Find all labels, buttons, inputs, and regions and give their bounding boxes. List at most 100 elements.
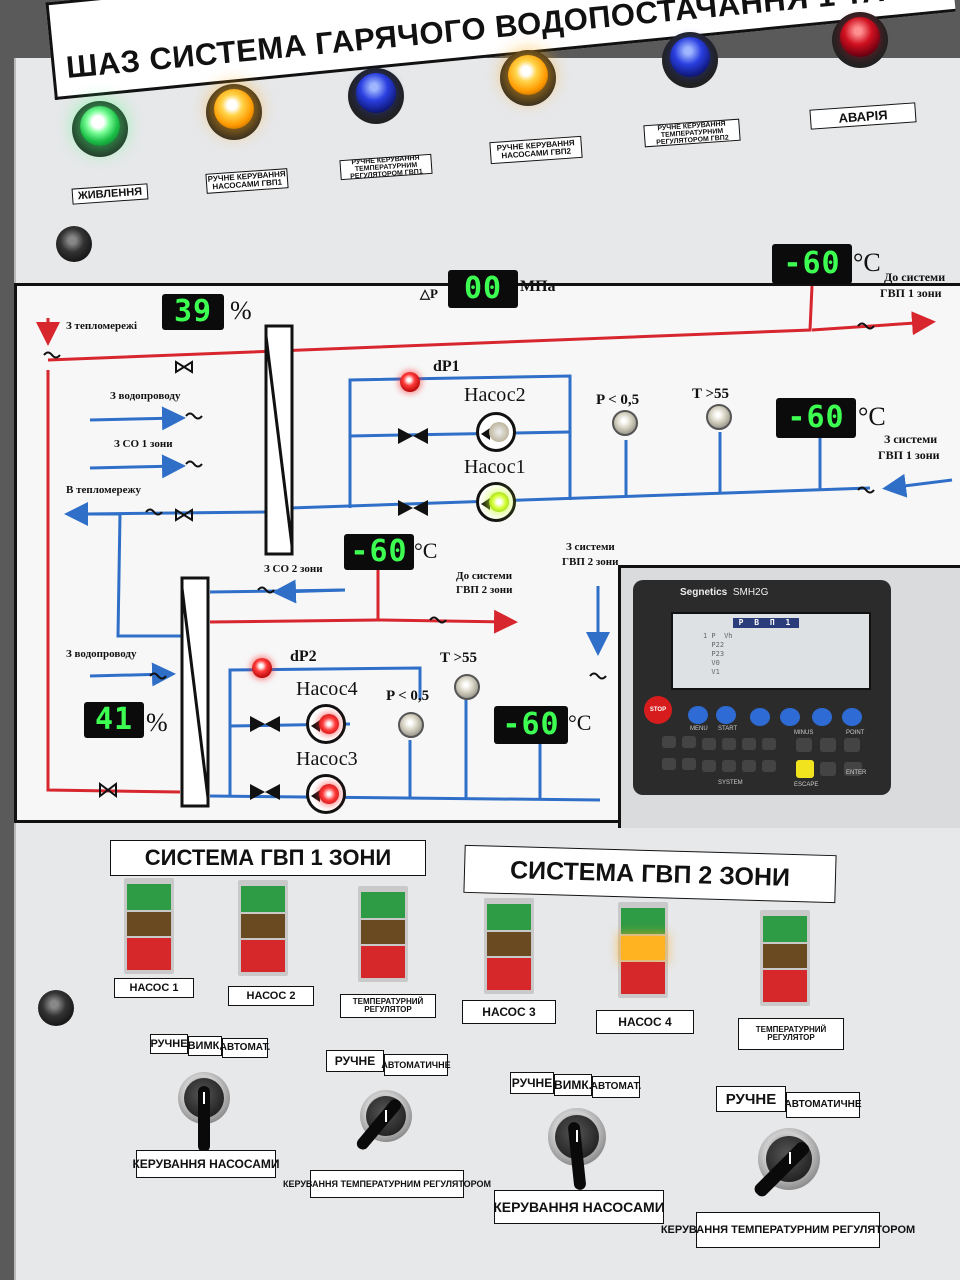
f2-key[interactable]	[716, 706, 736, 724]
check-valve-icon	[398, 428, 428, 444]
stop-button[interactable]: STOP	[644, 696, 672, 724]
label-to-system1-line2: ГВП 1 зони	[880, 286, 942, 300]
arrow-up-key-icon[interactable]	[796, 738, 812, 752]
from-co1-arrow	[89, 454, 186, 479]
tilde-icon	[185, 412, 203, 420]
label-from-water-supply-1: З водопроводу	[110, 390, 181, 402]
label-from-system1-line1: З системи	[884, 432, 938, 446]
arrow-right-key-icon[interactable]	[844, 738, 860, 752]
temp-unit: °C	[414, 538, 438, 563]
pump1-button[interactable]	[124, 878, 174, 974]
temp-regulator-1-button[interactable]	[358, 886, 408, 982]
num-key[interactable]	[742, 738, 756, 750]
num-key[interactable]	[662, 758, 676, 770]
temp-regulator-1-label: ТЕМПЕРАТУРНИЙ РЕГУЛЯТОР	[340, 994, 436, 1018]
f5-key[interactable]	[812, 708, 832, 726]
temp-unit: °C	[568, 710, 592, 735]
switch-3-caption: КЕРУВАННЯ НАСОСАМИ	[493, 1190, 665, 1224]
alarm-lamp-icon	[840, 17, 880, 57]
from-system1-arrow	[882, 473, 953, 498]
pump4-button[interactable]	[618, 902, 668, 998]
label-from-co1: З СО 1 зони	[114, 438, 173, 450]
num-key[interactable]	[682, 736, 696, 748]
label-t-high-1: T >55	[692, 386, 730, 402]
num-key[interactable]	[702, 738, 716, 750]
co2-line	[209, 588, 346, 594]
pump-loop-2	[228, 666, 422, 796]
pump3-label: НАСОС 3	[462, 1000, 556, 1024]
valve-icon	[175, 360, 193, 374]
dp1-indicator-icon	[400, 372, 420, 392]
pct-unit: %	[146, 708, 168, 737]
enter-key-label: ENTER	[846, 770, 867, 776]
pct-unit: %	[230, 296, 252, 325]
temp-regulator-2-button[interactable]	[760, 910, 810, 1006]
label-from-water-supply-2: З водопроводу	[66, 648, 137, 660]
tilde-icon	[589, 672, 607, 680]
to-system1-arrow	[811, 311, 936, 336]
pump2-icon	[476, 412, 516, 452]
check-valve-icon	[250, 784, 280, 800]
num-key[interactable]	[762, 738, 776, 750]
num-key[interactable]	[722, 760, 736, 772]
label-from-system2-line1: З системи	[566, 541, 615, 553]
num-key[interactable]	[722, 738, 736, 750]
num-key[interactable]	[742, 760, 756, 772]
label-from-system2-line2: ГВП 2 зони	[562, 556, 619, 568]
p-low-1-indicator-icon	[612, 410, 638, 436]
supply2-line	[209, 618, 379, 624]
temp-regulator-2-label: ТЕМПЕРАТУРНИЙ РЕГУЛЯТОР	[738, 1018, 844, 1050]
label-dp2: dP2	[290, 648, 317, 665]
return1-main-line	[289, 486, 871, 510]
temp-control-switch-1[interactable]	[354, 1090, 412, 1153]
num-key[interactable]	[662, 736, 676, 748]
num-key[interactable]	[702, 760, 716, 772]
valve-icon	[99, 782, 117, 798]
num-key[interactable]	[762, 760, 776, 772]
f1-key[interactable]	[688, 706, 708, 724]
escape-key[interactable]	[796, 760, 814, 778]
check-valve-icon	[398, 500, 428, 516]
manual-pumps-1-lamp-icon	[214, 89, 254, 129]
system-key-label: SYSTEM	[718, 780, 743, 786]
switch-position-label: РУЧНЕ	[510, 1072, 554, 1094]
switch-4-caption: КЕРУВАННЯ ТЕМПЕРАТУРНИМ РЕГУЛЯТОРОМ	[661, 1212, 915, 1248]
tilde-icon	[429, 616, 447, 624]
start-key-label: START	[718, 726, 738, 732]
power-lamp-icon	[80, 106, 120, 146]
pump1-icon	[476, 482, 516, 522]
temp-unit: °C	[853, 248, 881, 277]
arrow-left-key-icon[interactable]	[820, 738, 836, 752]
pump-loop-1	[348, 374, 572, 508]
label-to-system2-line1: До системи	[456, 570, 513, 582]
temp-control-switch-2[interactable]	[752, 1128, 820, 1199]
dp-display: 00	[448, 270, 518, 308]
pump1-label: НАСОС 1	[114, 978, 194, 998]
label-from-heat-network: З тепломережі	[66, 320, 138, 332]
t-high-1-indicator-icon	[706, 404, 732, 430]
f6-key[interactable]	[842, 708, 862, 726]
switch-position-label: АВТОМАТ.	[220, 1038, 270, 1058]
label-from-system1-line2: ГВП 1 зони	[878, 448, 940, 462]
hmi-screen-lines: 1 P Vh P22 P23 V0 V1	[703, 632, 733, 676]
arrow-down-key-icon[interactable]	[820, 762, 836, 776]
dp-prefix: △P	[420, 286, 438, 301]
pump-control-switch-2[interactable]	[548, 1108, 606, 1191]
escape-key-label: ESCAPE	[794, 782, 819, 788]
pump-control-switch-1[interactable]	[178, 1072, 230, 1152]
pump2-button[interactable]	[238, 880, 288, 976]
switch-position-label: РУЧНЕ	[326, 1050, 384, 1072]
pump3-icon	[306, 774, 346, 814]
switch-1-caption: КЕРУВАННЯ НАСОСАМИ	[132, 1150, 280, 1178]
enter-key[interactable]	[844, 762, 862, 776]
manual-temp-2-lamp-icon	[670, 37, 710, 77]
switch-position-label: ВИМК.	[554, 1074, 592, 1096]
check-valve-icon	[250, 716, 280, 732]
f4-key[interactable]	[780, 708, 800, 726]
supply-down-line	[46, 370, 181, 794]
f3-key[interactable]	[750, 708, 770, 726]
hmi-screen-header: Р В П 1	[733, 618, 799, 628]
pump3-button[interactable]	[484, 898, 534, 994]
hmi-screen: Р В П 1 1 P Vh P22 P23 V0 V1	[671, 612, 871, 690]
num-key[interactable]	[682, 758, 696, 770]
